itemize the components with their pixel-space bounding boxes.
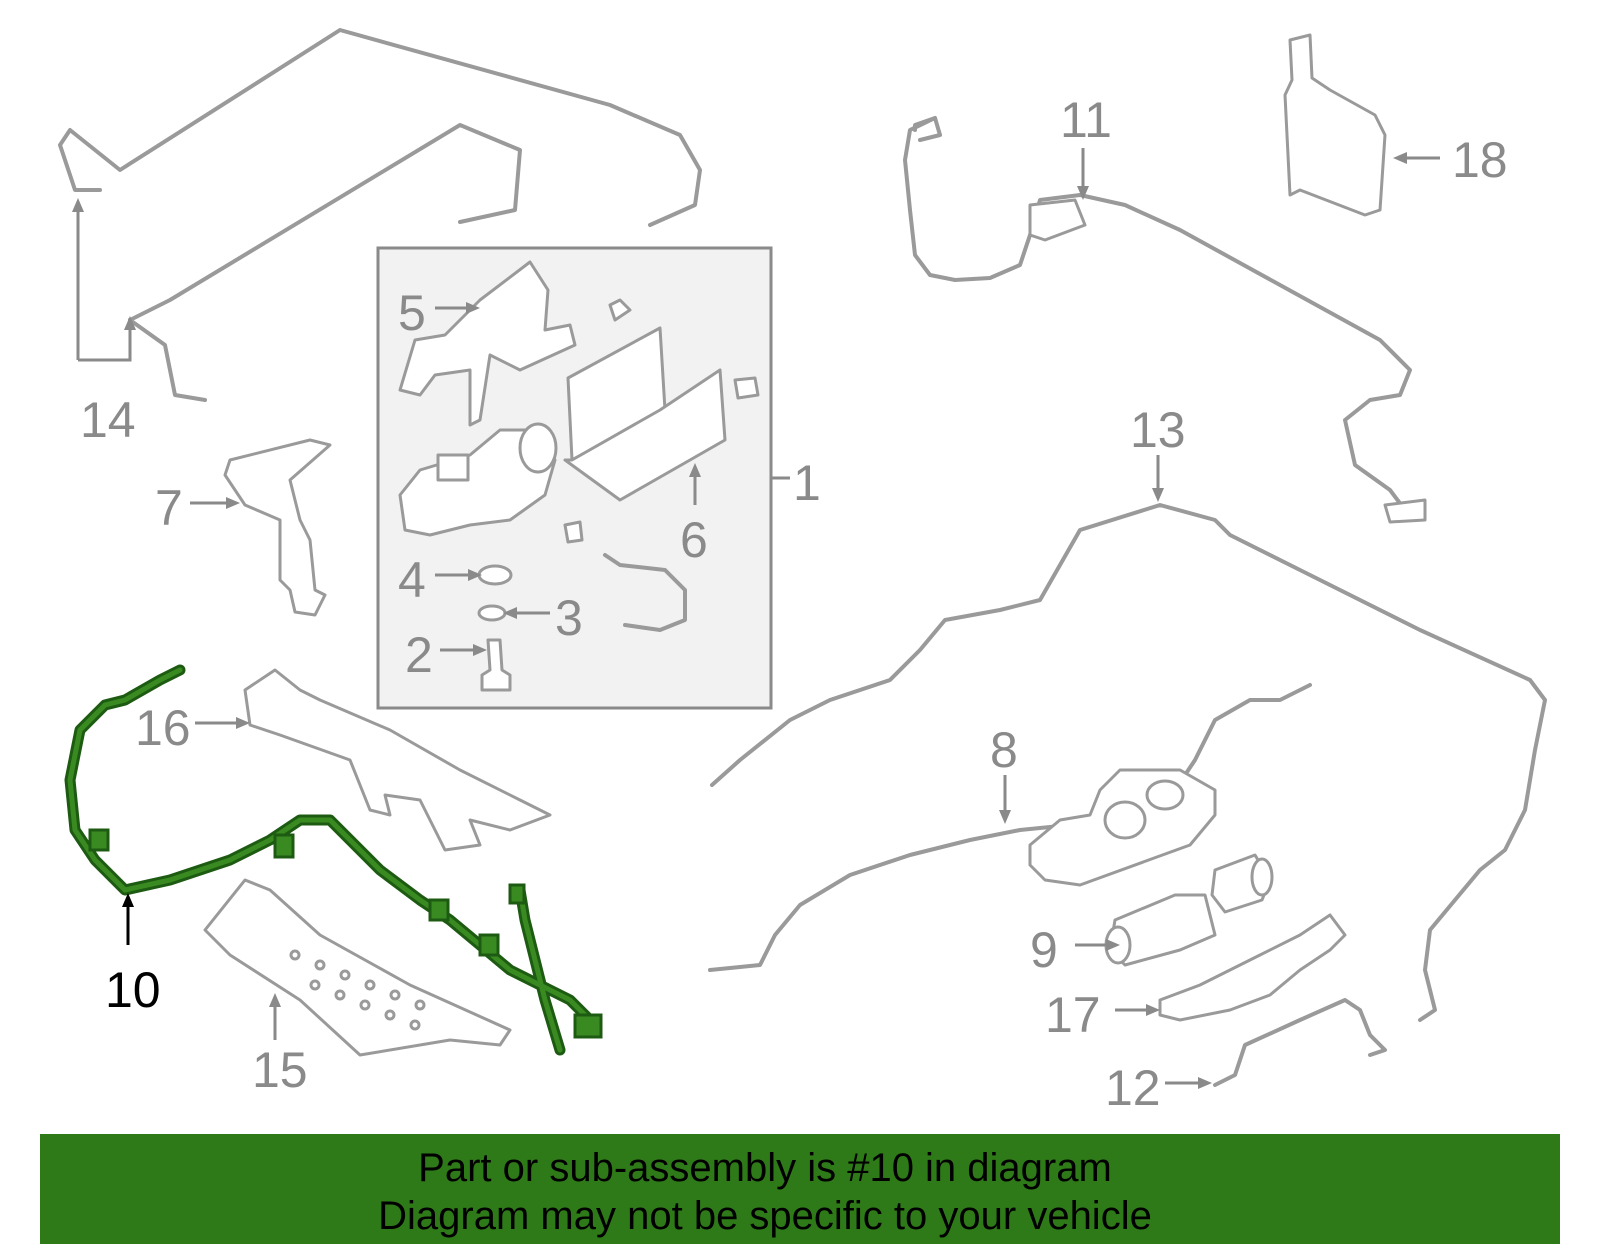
part-18-module xyxy=(1283,33,1387,217)
callout-7: 7 xyxy=(155,480,183,536)
callout-14: 14 xyxy=(80,392,136,448)
callout-18: 18 xyxy=(1452,132,1508,188)
part-9-motor xyxy=(1104,853,1274,967)
callout-2: 2 xyxy=(405,627,433,683)
part-14-lines xyxy=(58,28,702,402)
box-hose xyxy=(603,553,687,632)
part-6-bracket xyxy=(563,298,760,544)
callout-16: 16 xyxy=(135,700,191,756)
callout-15: 15 xyxy=(252,1042,308,1098)
part-14-arrows xyxy=(72,198,136,362)
part-12-line xyxy=(1213,998,1387,1087)
callout-10-arrowhead xyxy=(122,893,134,907)
banner-line-2: Diagram may not be specific to your vehi… xyxy=(378,1194,1152,1238)
part-17-bracket xyxy=(1158,913,1347,1022)
callout-1: 1 xyxy=(793,455,821,511)
part-4-nut xyxy=(477,564,513,586)
callout-11: 11 xyxy=(1060,92,1112,148)
part-3-washer xyxy=(477,604,507,622)
callout-4: 4 xyxy=(398,552,426,608)
part-7-bracket xyxy=(223,438,332,617)
callout-5: 5 xyxy=(398,285,426,341)
banner-line-1: Part or sub-assembly is #10 in diagram xyxy=(418,1146,1112,1190)
callout-12: 12 xyxy=(1105,1060,1161,1116)
pump-assembly xyxy=(398,422,558,537)
callout-6: 6 xyxy=(680,512,708,568)
callout-17: 17 xyxy=(1045,987,1101,1043)
callout-10: 10 xyxy=(105,962,161,1018)
part-10-harness-highlighted xyxy=(64,664,603,1056)
info-banner: Part or sub-assembly is #10 in diagram D… xyxy=(40,1134,1560,1244)
callout-13: 13 xyxy=(1130,402,1186,458)
part-16-bracket xyxy=(243,668,552,852)
part-8-assembly xyxy=(708,683,1312,972)
part-5-bracket xyxy=(398,260,577,427)
part-2-bolt xyxy=(480,638,512,692)
callout-8: 8 xyxy=(990,722,1018,778)
callout-9: 9 xyxy=(1030,922,1058,978)
part-11-hose xyxy=(903,116,1427,524)
callout-3: 3 xyxy=(555,590,583,646)
part-15-shield xyxy=(203,878,512,1057)
part-13-line xyxy=(710,503,1547,1022)
